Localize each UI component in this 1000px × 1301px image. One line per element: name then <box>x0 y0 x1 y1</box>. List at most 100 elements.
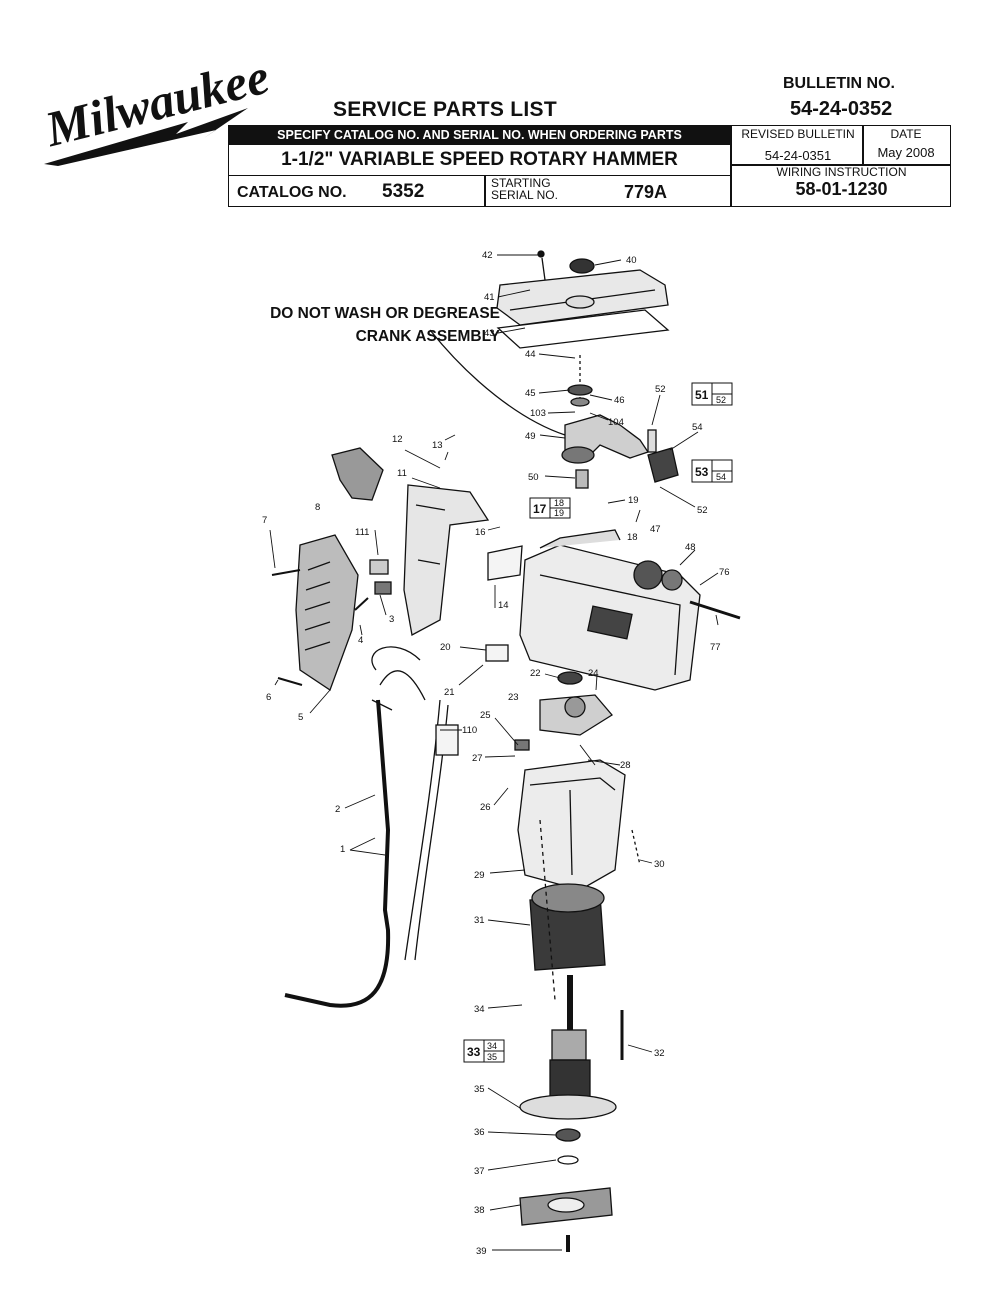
serial-label-line2: SERIAL NO. <box>491 188 558 202</box>
commutator <box>551 1029 587 1061</box>
piston <box>647 447 679 483</box>
part-number-label: 38 <box>474 1205 485 1216</box>
starting-serial-number: 779A <box>624 182 668 202</box>
part-number-label: 34 <box>474 1004 485 1015</box>
wiring-instruction-label: WIRING INSTRUCTION <box>776 165 907 179</box>
screw-axis <box>631 829 641 866</box>
part-number-label: 76 <box>719 567 730 578</box>
part-number-label: 48 <box>685 542 696 553</box>
milwaukee-logo: Milwaukee <box>39 60 268 166</box>
screw <box>277 677 303 686</box>
assembly-axis <box>539 819 556 1001</box>
divider <box>730 126 732 207</box>
assembly-subpart: 52 <box>716 395 726 405</box>
assembly-subpart: 19 <box>554 508 564 518</box>
part-number-label: 29 <box>474 870 485 881</box>
fan <box>519 1094 617 1120</box>
part-number-label: 47 <box>650 524 661 535</box>
part-number-label: 22 <box>530 668 541 679</box>
part-number-label: 110 <box>462 725 477 736</box>
gasket <box>496 309 670 349</box>
bearing <box>555 1128 581 1142</box>
part-number-label: 8 <box>315 502 320 513</box>
cap <box>569 258 595 274</box>
part-number-label: 1 <box>340 844 345 855</box>
part-number-label: 2 <box>335 804 340 815</box>
assembly-box-33: 33 34 35 <box>463 1039 505 1063</box>
washer <box>557 1155 579 1165</box>
grip-ribs <box>304 561 331 651</box>
part-number-label: 41 <box>484 292 495 303</box>
switch-part <box>369 559 389 575</box>
housing-rim <box>529 777 616 791</box>
part-number-label: 25 <box>480 710 491 721</box>
cover-plate <box>485 644 509 662</box>
part-number-label: 23 <box>508 692 519 703</box>
shaft <box>689 600 741 620</box>
assembly-number: 51 <box>695 388 709 402</box>
part-number-label: 40 <box>626 255 637 266</box>
sleeve <box>575 469 589 489</box>
divider <box>730 164 951 166</box>
part-number-label: 32 <box>654 1048 665 1059</box>
assembly-number: 17 <box>533 502 547 516</box>
part-number-label: 6 <box>266 692 271 703</box>
assembly-number: 33 <box>467 1045 481 1059</box>
assembly-box-51: 51 52 <box>691 382 733 406</box>
part-number-label: 104 <box>608 417 624 428</box>
part-number-label: 19 <box>628 495 639 506</box>
assembly-box-53: 53 54 <box>691 459 733 483</box>
part-number-label: 20 <box>440 642 451 653</box>
warning-line1: DO NOT WASH OR DEGREASE <box>270 305 500 322</box>
crank-gear <box>561 446 595 464</box>
part-number-label: 46 <box>614 395 625 406</box>
part-number-label: 14 <box>498 600 509 611</box>
divider <box>484 176 486 207</box>
part-number-label: 43 <box>484 328 495 339</box>
ordering-instruction: SPECIFY CATALOG NO. AND SERIAL NO. WHEN … <box>229 126 730 145</box>
screw <box>541 257 546 281</box>
leader-lines <box>269 254 719 1251</box>
brush-holder <box>514 739 530 751</box>
part-number-label: 5 <box>298 712 303 723</box>
part-number-label: 30 <box>654 859 665 870</box>
part-number-label: 11 <box>397 468 407 479</box>
handle-half <box>403 484 490 636</box>
crank-warning: DO NOT WASH OR DEGREASE CRANK ASSEMBLY <box>236 302 500 348</box>
part-number-label: 36 <box>474 1127 485 1138</box>
part-number-label: 24 <box>588 668 599 679</box>
switch <box>331 447 384 501</box>
power-cord <box>284 699 391 1008</box>
revised-bulletin-label: REVISED BULLETIN <box>741 127 855 141</box>
date-value: May 2008 <box>877 145 935 160</box>
part-number-label: 37 <box>474 1166 485 1177</box>
end-cap-hole <box>547 1197 585 1213</box>
catalog-label: CATALOG NO. <box>237 184 347 201</box>
part-number-label: 3 <box>389 614 394 625</box>
part-number-label: 21 <box>444 687 455 698</box>
serial-label: STARTING SERIAL NO. <box>491 177 558 201</box>
pin <box>647 429 657 453</box>
warning-leader <box>429 329 566 436</box>
cover-hole <box>565 295 595 309</box>
wire-tag <box>435 724 459 756</box>
assembly-subpart: 35 <box>487 1052 497 1062</box>
part-number-label: 77 <box>710 642 721 653</box>
warning-line2: CRANK ASSEMBLY <box>355 328 500 345</box>
part-number-label: 31 <box>474 915 485 926</box>
part-number-label: 45 <box>525 388 536 399</box>
part-number-label: 7 <box>262 515 267 526</box>
part-number-label: 52 <box>697 505 708 516</box>
housing-window <box>586 605 633 640</box>
bulletin-label: BULLETIN NO. <box>783 75 895 92</box>
wiring-instruction-number: 58-01-1230 <box>795 179 888 199</box>
part-number-label: 16 <box>475 527 486 538</box>
bearing <box>661 569 683 591</box>
label-plate <box>487 545 523 581</box>
housing-edge <box>539 574 681 676</box>
washer <box>570 397 590 407</box>
assembly-subpart: 18 <box>554 498 564 508</box>
bulletin-number: 54-24-0352 <box>790 98 893 120</box>
part-number-label: 49 <box>525 431 536 442</box>
header-table: SPECIFY CATALOG NO. AND SERIAL NO. WHEN … <box>228 125 951 207</box>
